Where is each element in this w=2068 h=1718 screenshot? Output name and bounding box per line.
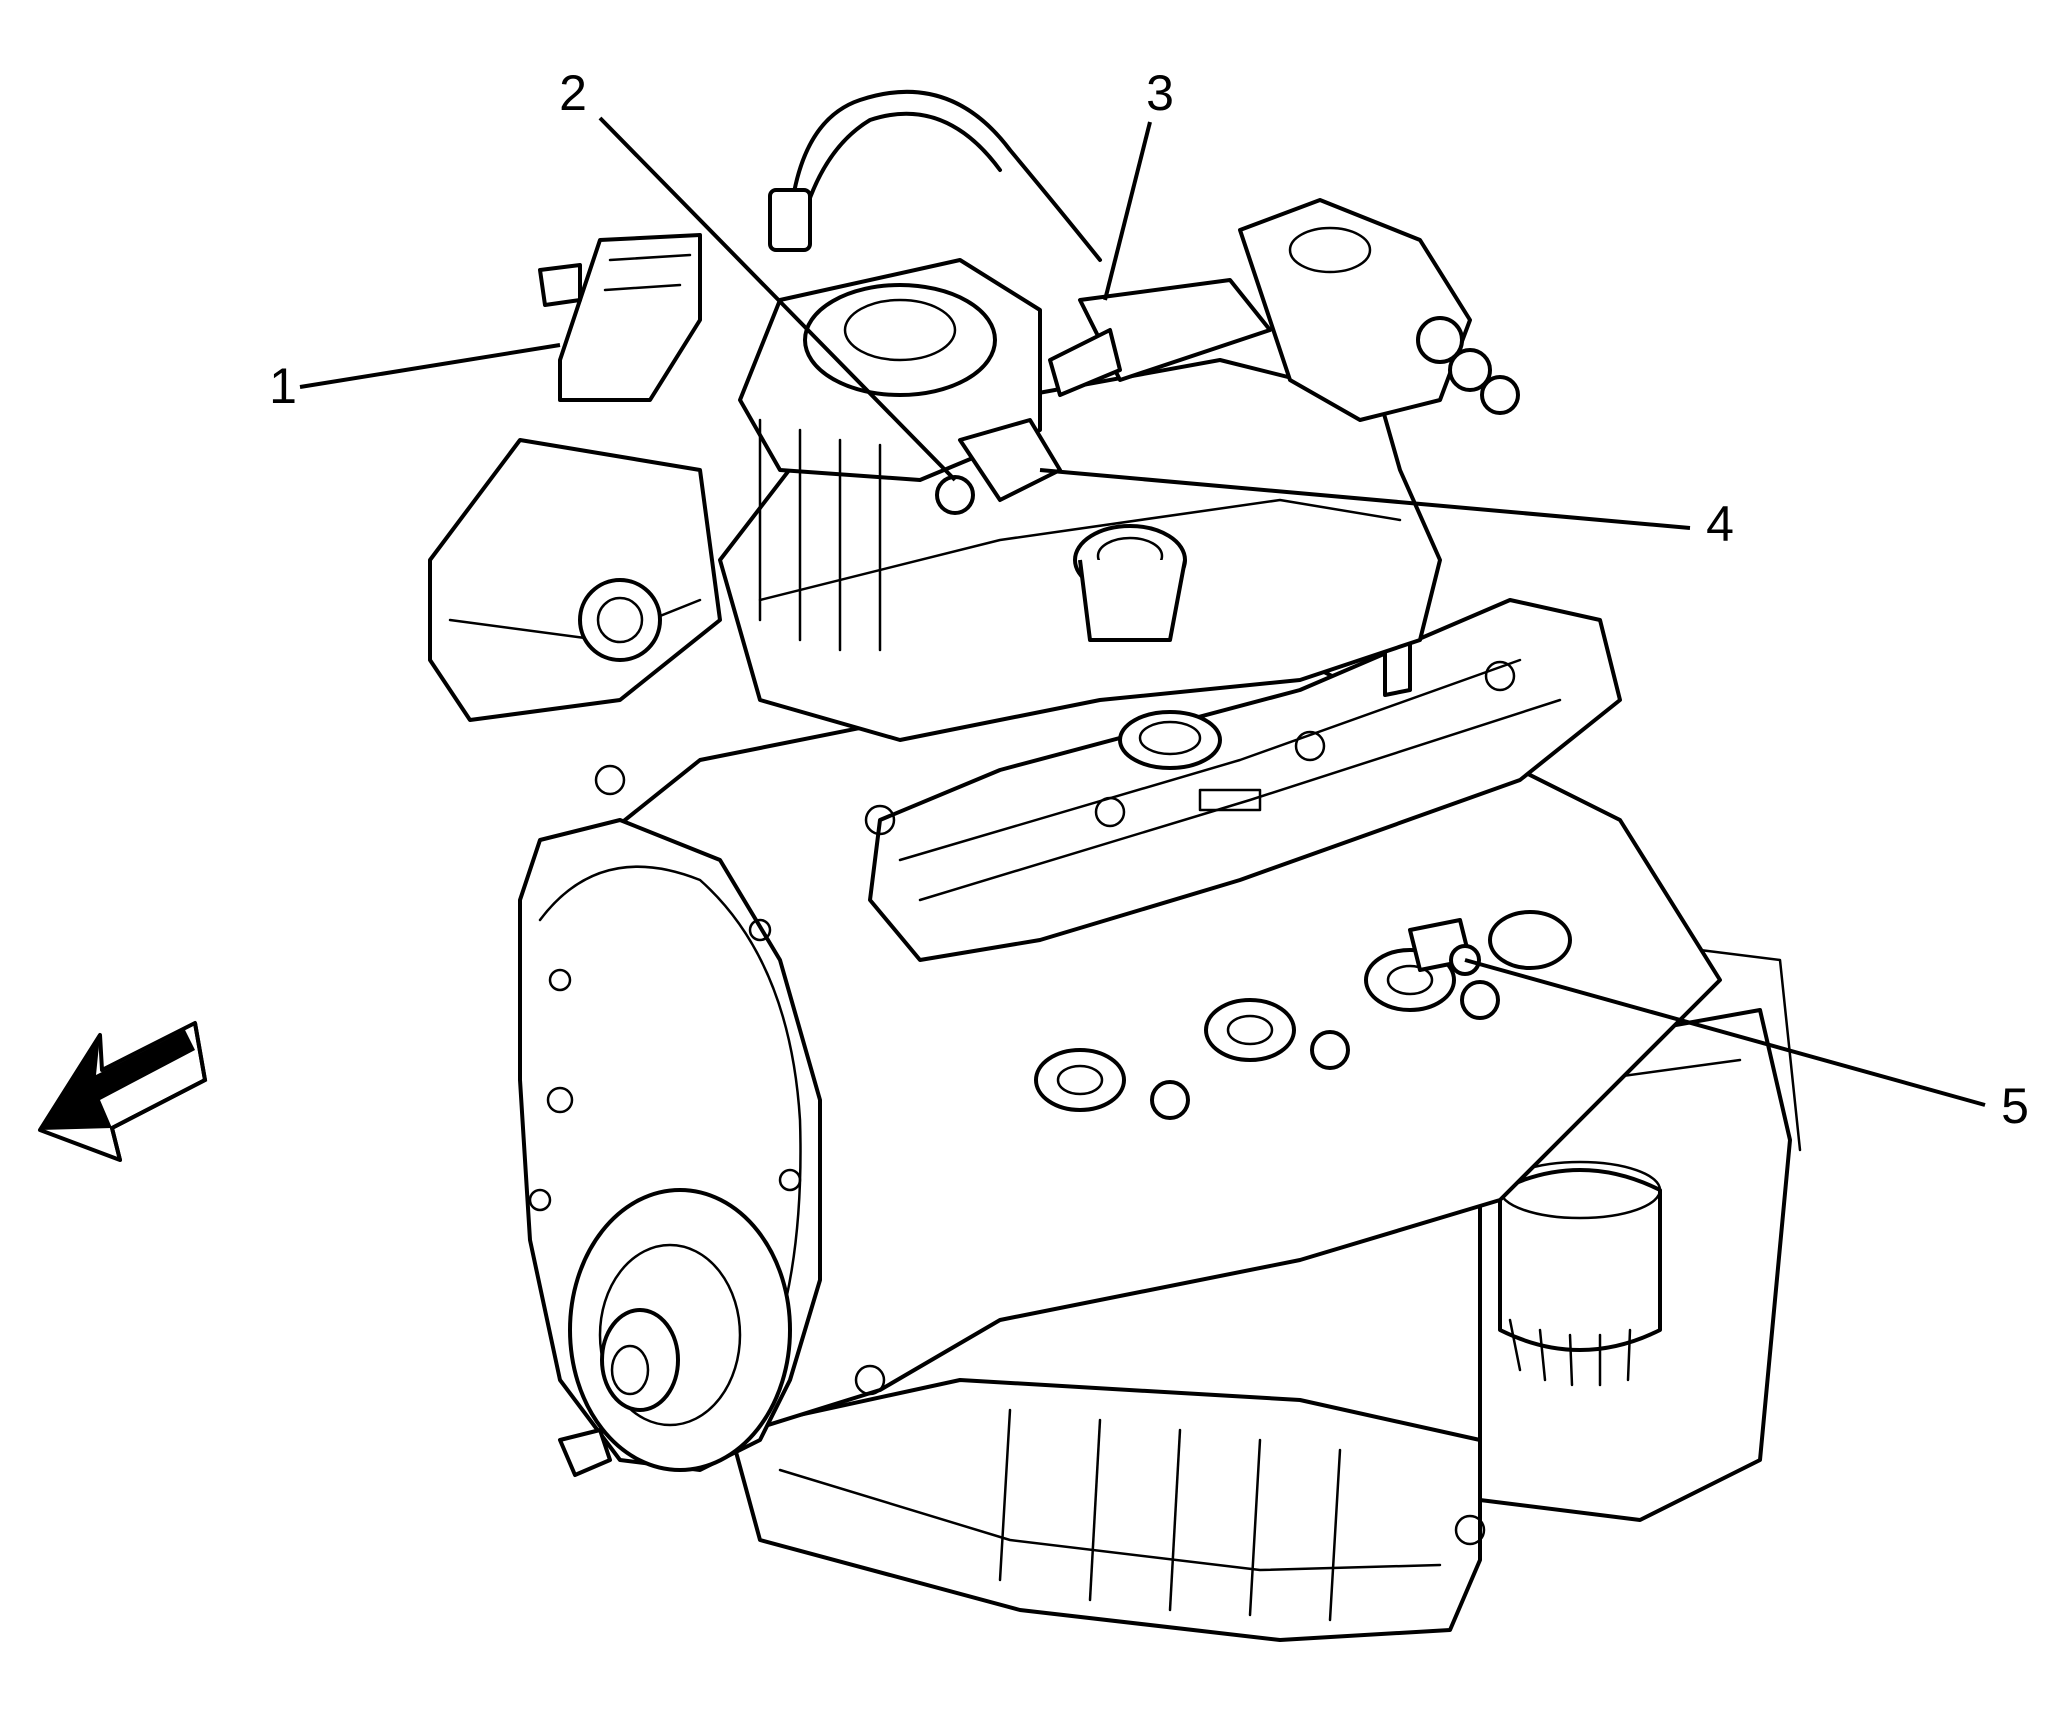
throttle-body <box>738 258 1042 652</box>
callout-5: 5 <box>2001 1078 2029 1134</box>
leader-5 <box>1464 958 1986 1107</box>
crank-pulley <box>568 1188 792 1472</box>
harness-connector <box>768 188 812 252</box>
valve-cover <box>868 598 1622 962</box>
leader-2 <box>598 116 957 482</box>
callout-leaders <box>299 116 1986 1107</box>
leader-1 <box>299 343 561 389</box>
ignition-module <box>538 233 702 402</box>
crank-sensor <box>558 1428 612 1477</box>
callout-4: 4 <box>1706 496 1734 552</box>
callout-3: 3 <box>1146 65 1174 121</box>
oil-pan <box>728 1378 1482 1642</box>
wire-harness <box>788 89 1102 262</box>
upper-right-components <box>1048 198 1520 422</box>
callout-2: 2 <box>559 65 587 121</box>
callout-1: 1 <box>269 358 297 414</box>
engine-drawing <box>428 89 1802 1642</box>
oil-filter <box>1498 1160 1662 1387</box>
leader-4 <box>1039 468 1691 530</box>
left-bracket <box>428 438 722 722</box>
exhaust-ports <box>1034 910 1572 1120</box>
callout-labels: 1 2 3 4 5 <box>269 65 2029 1134</box>
front-direction-arrow-icon <box>38 1021 208 1162</box>
leader-3 <box>1103 121 1152 301</box>
